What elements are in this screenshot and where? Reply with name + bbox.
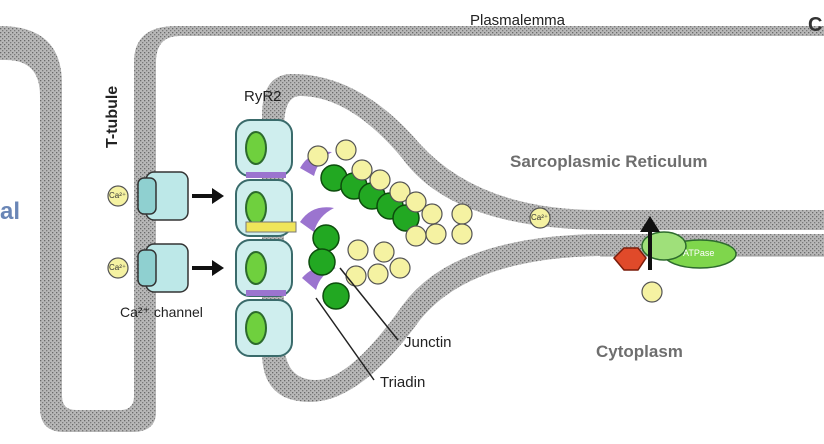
sarcoplasmic-reticulum-label: Sarcoplasmic Reticulum — [510, 152, 708, 171]
sarcoplasmic-reticulum-membrane — [262, 74, 824, 402]
ryr2-label: RyR2 — [244, 88, 282, 105]
triadin-label: Triadin — [380, 374, 426, 391]
t-tubule-label: T-tubule — [104, 85, 121, 148]
left-cut-text: al — [0, 198, 21, 225]
ca-ion-label-upper: Ca²⁺ — [109, 191, 127, 200]
corner-cut-text: C — [808, 14, 823, 36]
ryr2-stack — [235, 119, 297, 357]
ca-ion-label-sr: Ca²⁺ — [531, 213, 549, 222]
cytoplasm-label: Cytoplasm — [596, 342, 683, 361]
pointer-lines — [315, 267, 399, 381]
plasmalemma-label: Plasmalemma — [470, 12, 566, 29]
ca-channel-lower — [137, 243, 224, 293]
junctin-label: Junctin — [404, 334, 452, 351]
plasmalemma-membrane — [0, 0, 824, 432]
serca-atpase — [612, 216, 737, 271]
calcium-ions — [107, 139, 663, 303]
atpase-label: ATPase — [683, 248, 715, 258]
ca-channel-upper — [137, 171, 224, 221]
ca-ion-label-lower: Ca²⁺ — [109, 263, 127, 272]
ca-channel-label: Ca²⁺ channel — [120, 304, 203, 320]
